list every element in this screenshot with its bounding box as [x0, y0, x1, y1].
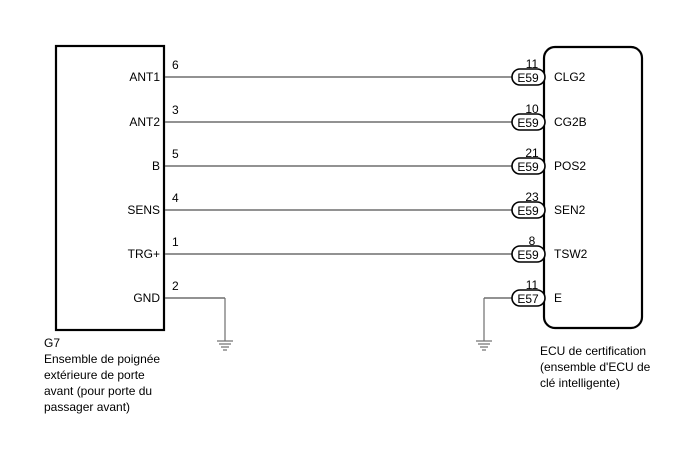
connector-code: E57	[517, 292, 539, 306]
connector-badge	[511, 245, 546, 263]
connector-badge	[511, 68, 546, 86]
connector-code: E59	[517, 204, 539, 218]
right-pin-label: POS2	[554, 159, 586, 173]
right-pin-label: CG2B	[554, 115, 587, 129]
left-pin-number: 4	[172, 191, 179, 205]
left-component-code: G7	[44, 336, 61, 350]
right-pin-number: 8	[529, 234, 536, 248]
right-pin-label: TSW2	[554, 247, 588, 261]
left-pin-label: B	[152, 159, 160, 173]
left-pin-number: 3	[172, 103, 179, 117]
left-pin-label: SENS	[127, 203, 160, 217]
left-pin-label: ANT2	[129, 115, 160, 129]
left-ground-icon	[217, 298, 233, 351]
left-pin-number: 5	[172, 147, 179, 161]
right-pin-label: CLG2	[554, 70, 586, 84]
left-pin-number: 2	[172, 279, 179, 293]
connector-badge	[511, 289, 546, 307]
left-pin-label: GND	[133, 291, 160, 305]
connector-code: E59	[517, 71, 539, 85]
right-pin-number: 11	[526, 57, 539, 71]
left-pin-label: TRG+	[128, 247, 160, 261]
right-pin-number: 10	[525, 102, 539, 116]
right-component-box	[542, 45, 644, 330]
connector-badge	[511, 157, 546, 175]
left-component-name: Ensemble de poignée extérieure de porte …	[44, 352, 161, 414]
right-pin-label: E	[554, 291, 562, 305]
left-component-box	[54, 44, 166, 332]
left-pin-number: 6	[172, 58, 179, 72]
left-pin-label: ANT1	[129, 70, 160, 84]
right-pin-number: 11	[526, 278, 539, 292]
right-ground-icon	[476, 298, 492, 351]
right-pin-number: 23	[525, 190, 539, 204]
connector-code: E59	[517, 248, 539, 262]
connector-badge	[511, 113, 546, 131]
connector-code: E59	[517, 116, 539, 130]
left-pin-number: 1	[172, 235, 179, 249]
right-component-name: ECU de certification (ensemble d'ECU de …	[540, 344, 651, 390]
right-pin-label: SEN2	[554, 203, 586, 217]
connector-badge	[511, 201, 546, 219]
right-pin-number: 21	[525, 146, 539, 160]
connector-code: E59	[517, 160, 539, 174]
